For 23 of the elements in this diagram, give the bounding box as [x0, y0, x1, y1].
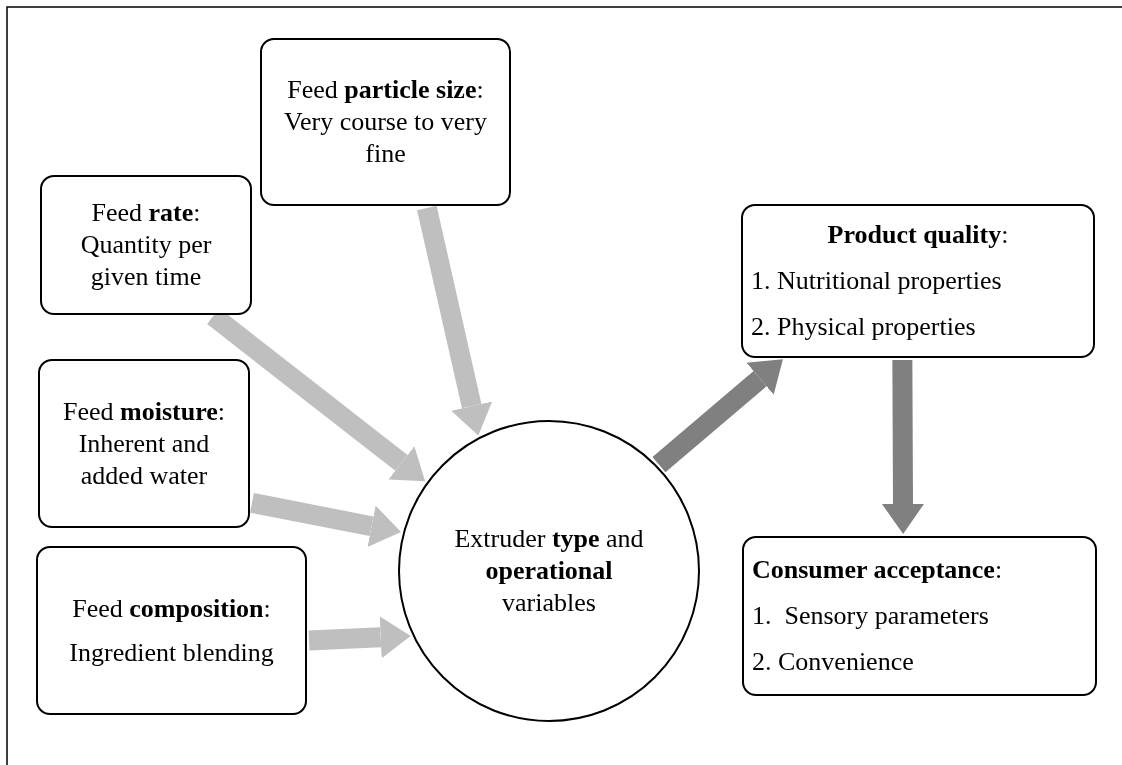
- block-arrow: [652, 359, 783, 473]
- block-arrow: [882, 359, 924, 534]
- box-text: Extruder type and operational variables: [453, 523, 645, 619]
- box-text: 1. Nutritional properties: [751, 265, 1003, 297]
- box-text: 2. Convenience: [752, 646, 915, 678]
- box-text: Feed composition:: [71, 592, 272, 625]
- box-text: Feed rate: Quantity per given time: [79, 197, 213, 293]
- block-arrow: [250, 493, 402, 547]
- rounded-box: [36, 546, 307, 715]
- box-text: Feed particle size: Very course to very fine: [283, 74, 488, 170]
- block-arrow: [308, 616, 411, 659]
- box-heading: Consumer acceptance:: [752, 554, 1004, 586]
- rounded-box: [260, 38, 511, 206]
- rounded-box: [38, 359, 250, 528]
- block-arrow: [417, 205, 493, 436]
- box-text: Feed moisture: Inherent and added water: [62, 395, 226, 492]
- box-text: 1. Sensory parameters: [752, 600, 990, 632]
- box-heading: Product quality:: [826, 219, 1010, 251]
- rounded-box: [40, 175, 252, 315]
- box-text: 2. Physical properties: [751, 311, 977, 343]
- rounded-box: [742, 536, 1097, 696]
- box-text: Ingredient blending: [68, 636, 275, 669]
- rounded-box: [741, 204, 1095, 358]
